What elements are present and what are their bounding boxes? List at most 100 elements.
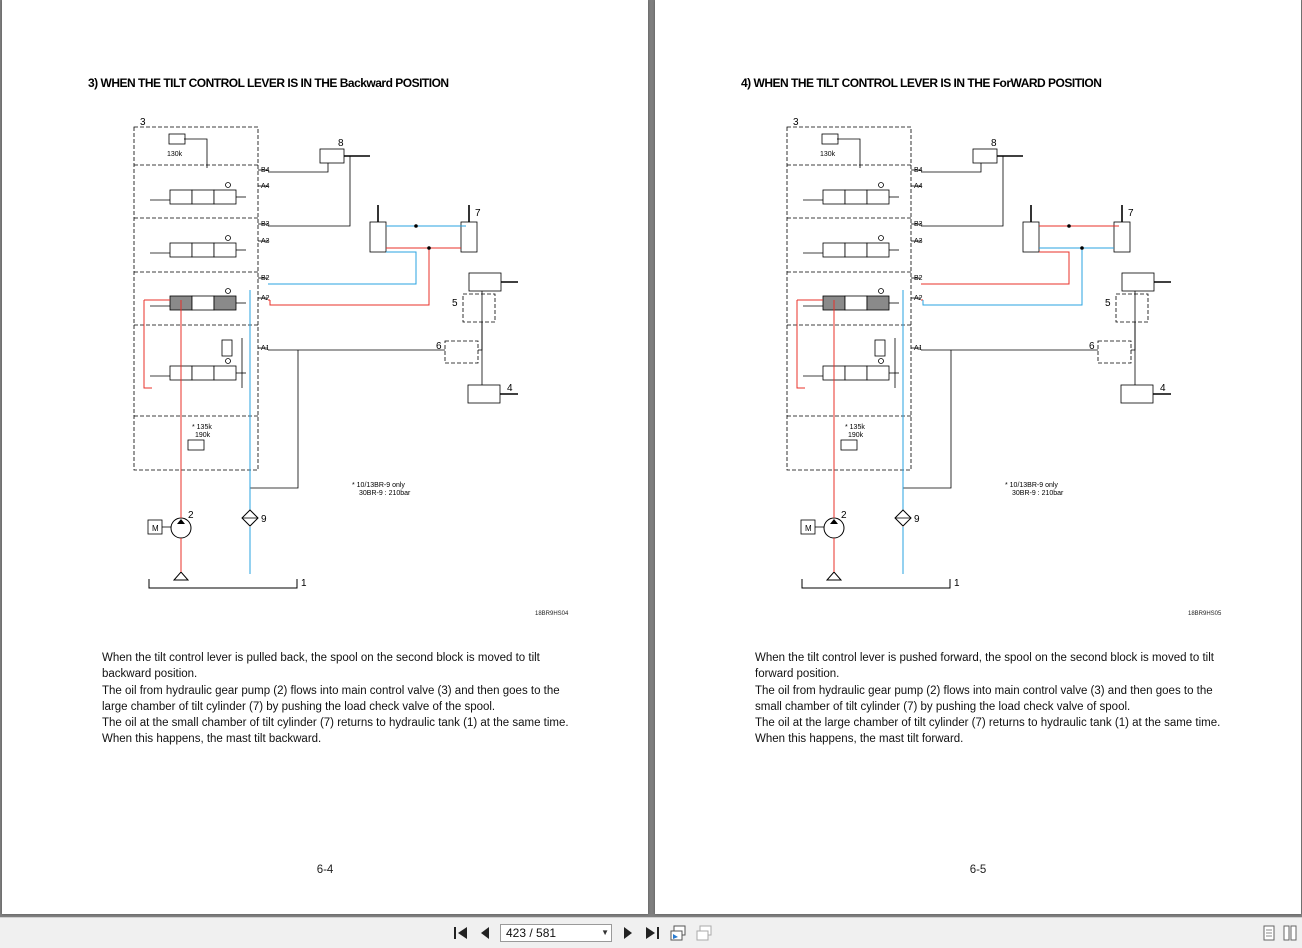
spool-block-1 (191, 365, 215, 381)
hydraulic-line (268, 163, 329, 173)
hydraulic-line (1131, 291, 1136, 351)
page-number-value: 423 / 581 (506, 926, 557, 940)
component-number: 1 (954, 578, 960, 589)
check-valve-symbol (225, 358, 231, 364)
spool-block-4 (844, 189, 868, 205)
component-number: 5 (452, 298, 458, 309)
continuous-view-icon[interactable] (669, 925, 687, 941)
page-number-input[interactable]: 423 / 581 ▼ (500, 924, 612, 942)
next-page-icon[interactable] (619, 925, 637, 941)
first-page-icon[interactable] (452, 925, 470, 941)
control-valve-housing (786, 126, 912, 471)
hydraulic-line (796, 300, 805, 389)
main-relief-valve (187, 439, 205, 451)
lift-cylinder (972, 148, 998, 164)
valve-6 (444, 340, 479, 364)
prev-page-icon[interactable] (476, 925, 494, 941)
junction-dot (1067, 224, 1071, 228)
component-number: 3 (793, 117, 799, 128)
spool-block-2 (866, 295, 890, 311)
document-page-left: 3) WHEN THE TILT CONTROL LEVER IS IN THE… (2, 0, 648, 914)
spool-block-4 (822, 189, 846, 205)
hydraulic-line (268, 155, 351, 227)
junction-dot (414, 224, 418, 228)
paragraph: The oil at the large chamber of tilt cyl… (755, 717, 1221, 730)
spool-block-2 (844, 295, 868, 311)
cylinder-4 (1120, 384, 1154, 404)
spool-block-1 (844, 365, 868, 381)
component-number: 2 (841, 510, 847, 521)
port-label: A1 (914, 345, 923, 352)
description-text: When the tilt control lever is pulled ba… (102, 650, 582, 748)
tilt-line-small-chamber (268, 251, 417, 285)
paragraph: The oil from hydraulic gear pump (2) flo… (102, 684, 560, 713)
component-number: 3 (140, 117, 146, 128)
spool-block-4 (866, 189, 890, 205)
check-valve-symbol (878, 288, 884, 294)
pressure-setting-label: * 135k (845, 424, 865, 431)
component-number: 9 (261, 514, 267, 525)
port-label: B4 (261, 167, 270, 174)
component-number: 4 (507, 383, 513, 394)
document-page-right: 4) WHEN THE TILT CONTROL LEVER IS IN THE… (655, 0, 1301, 914)
page-number: 6-4 (316, 864, 334, 876)
component-number: 4 (1160, 383, 1166, 394)
pilot-check-valve (874, 339, 886, 357)
pressure-setting-label: 190k (195, 432, 211, 439)
spool-block-1 (866, 365, 890, 381)
component-number: 5 (1105, 298, 1111, 309)
component-number: 1 (301, 578, 307, 589)
valve-5 (462, 293, 496, 323)
spool-block-4 (169, 189, 193, 205)
suction-strainer (172, 571, 190, 581)
note-text: * 10/13BR-9 only (1005, 482, 1058, 489)
component-number: 8 (338, 138, 344, 149)
spool-block-3 (169, 242, 193, 258)
hydraulic-line (921, 163, 982, 173)
paragraph: The oil at the small chamber of tilt cyl… (102, 717, 569, 730)
single-view-icon[interactable] (695, 925, 713, 941)
page-layout-icon[interactable] (1260, 925, 1278, 941)
hydraulic-line (837, 138, 861, 168)
motor-label: M (805, 524, 812, 533)
port-label: B3 (261, 221, 270, 228)
hydraulic-line (250, 350, 299, 489)
hydraulic-line (478, 291, 483, 351)
port-label: A4 (914, 183, 923, 190)
chevron-down-icon[interactable]: ▼ (601, 928, 609, 937)
port-label: B2 (914, 275, 923, 282)
note-text: 30BR-9 : 210bar (359, 490, 411, 497)
component-number: 6 (1089, 341, 1095, 352)
hydraulic-tank (801, 579, 951, 589)
pilot-check-valve (221, 339, 233, 357)
pump-arrow-icon (830, 519, 838, 524)
note-text: 30BR-9 : 210bar (1012, 490, 1064, 497)
pressure-setting-label: 190k (848, 432, 864, 439)
check-valve-symbol (225, 288, 231, 294)
spool-block-2 (213, 295, 237, 311)
tilt-line-large-chamber (922, 248, 1083, 306)
hydraulic-line (921, 155, 1004, 227)
spool-block-4 (191, 189, 215, 205)
tilt-cylinder-left (369, 221, 387, 253)
paragraph: When this happens, the mast tilt forward… (755, 733, 964, 746)
spool-block-2 (191, 295, 215, 311)
port-label: B4 (914, 167, 923, 174)
component-number: 7 (1128, 208, 1134, 219)
valve-6 (1097, 340, 1132, 364)
hydraulic-tank (148, 579, 298, 589)
port-label: A2 (914, 295, 923, 302)
note-text: * 10/13BR-9 only (352, 482, 405, 489)
relief-valve-symbol (821, 133, 839, 145)
check-valve-symbol (878, 182, 884, 188)
hydraulic-line (903, 350, 952, 489)
two-page-layout-icon[interactable] (1281, 925, 1299, 941)
port-label: A3 (914, 238, 923, 245)
check-valve-symbol (878, 235, 884, 241)
section-title: 4) WHEN THE TILT CONTROL LEVER IS IN THE… (741, 76, 1102, 90)
tilt-line-large-chamber (269, 248, 430, 306)
paragraph: When this happens, the mast tilt backwar… (102, 733, 322, 746)
junction-dot (427, 246, 431, 250)
last-page-icon[interactable] (643, 925, 661, 941)
